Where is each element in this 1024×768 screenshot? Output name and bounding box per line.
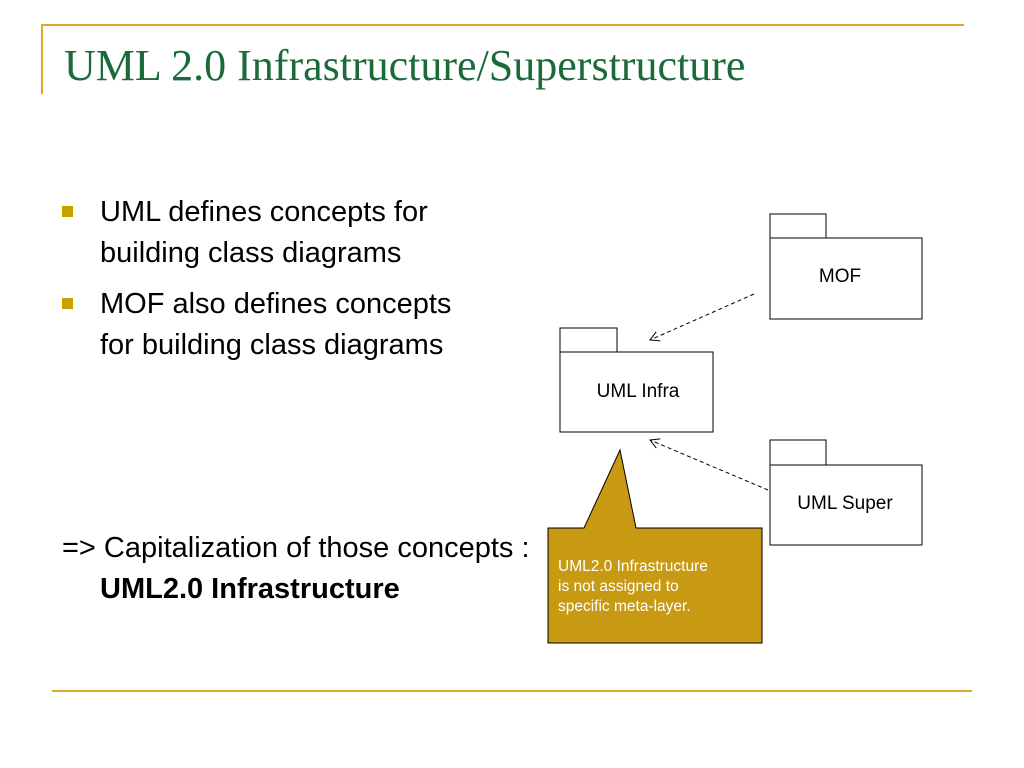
callout-note: UML2.0 Infrastructure is not assigned to…	[547, 448, 763, 644]
conclusion-bold: UML2.0 Infrastructure	[100, 573, 400, 605]
package-uml-super-label: UML Super	[797, 493, 893, 514]
dependency-arrow-super-to-infra	[649, 438, 769, 491]
title-accent-horizontal	[42, 24, 964, 26]
callout-line: UML2.0 Infrastructure	[558, 558, 708, 575]
package-uml-super: UML Super	[769, 439, 923, 546]
conclusion-text: => Capitalization of those concepts : UM…	[62, 528, 530, 610]
bullet-square-icon	[62, 298, 73, 309]
package-mof: MOF	[769, 213, 923, 320]
bullet-text: MOF also defines concepts for building c…	[100, 288, 452, 361]
callout-line: specific meta-layer.	[558, 598, 691, 615]
title-accent-vertical	[41, 24, 43, 94]
callout-line: is not assigned to	[558, 578, 679, 595]
bullet-text: UML defines concepts for building class …	[100, 196, 428, 269]
bullet-square-icon	[62, 206, 73, 217]
bullet-list: UML defines concepts for building class …	[62, 192, 492, 376]
bullet-item: MOF also defines concepts for building c…	[62, 284, 492, 366]
bullet-item: UML defines concepts for building class …	[62, 192, 492, 274]
conclusion-prefix: => Capitalization of those concepts :	[62, 532, 530, 564]
package-mof-label: MOF	[819, 266, 861, 287]
slide-title: UML 2.0 Infrastructure/Superstructure	[64, 41, 746, 90]
package-uml-infra-label: UML Infra	[597, 381, 680, 402]
footer-rule	[52, 690, 972, 692]
dependency-arrow-mof-to-infra	[649, 293, 755, 342]
package-uml-infra: UML Infra	[559, 327, 714, 433]
